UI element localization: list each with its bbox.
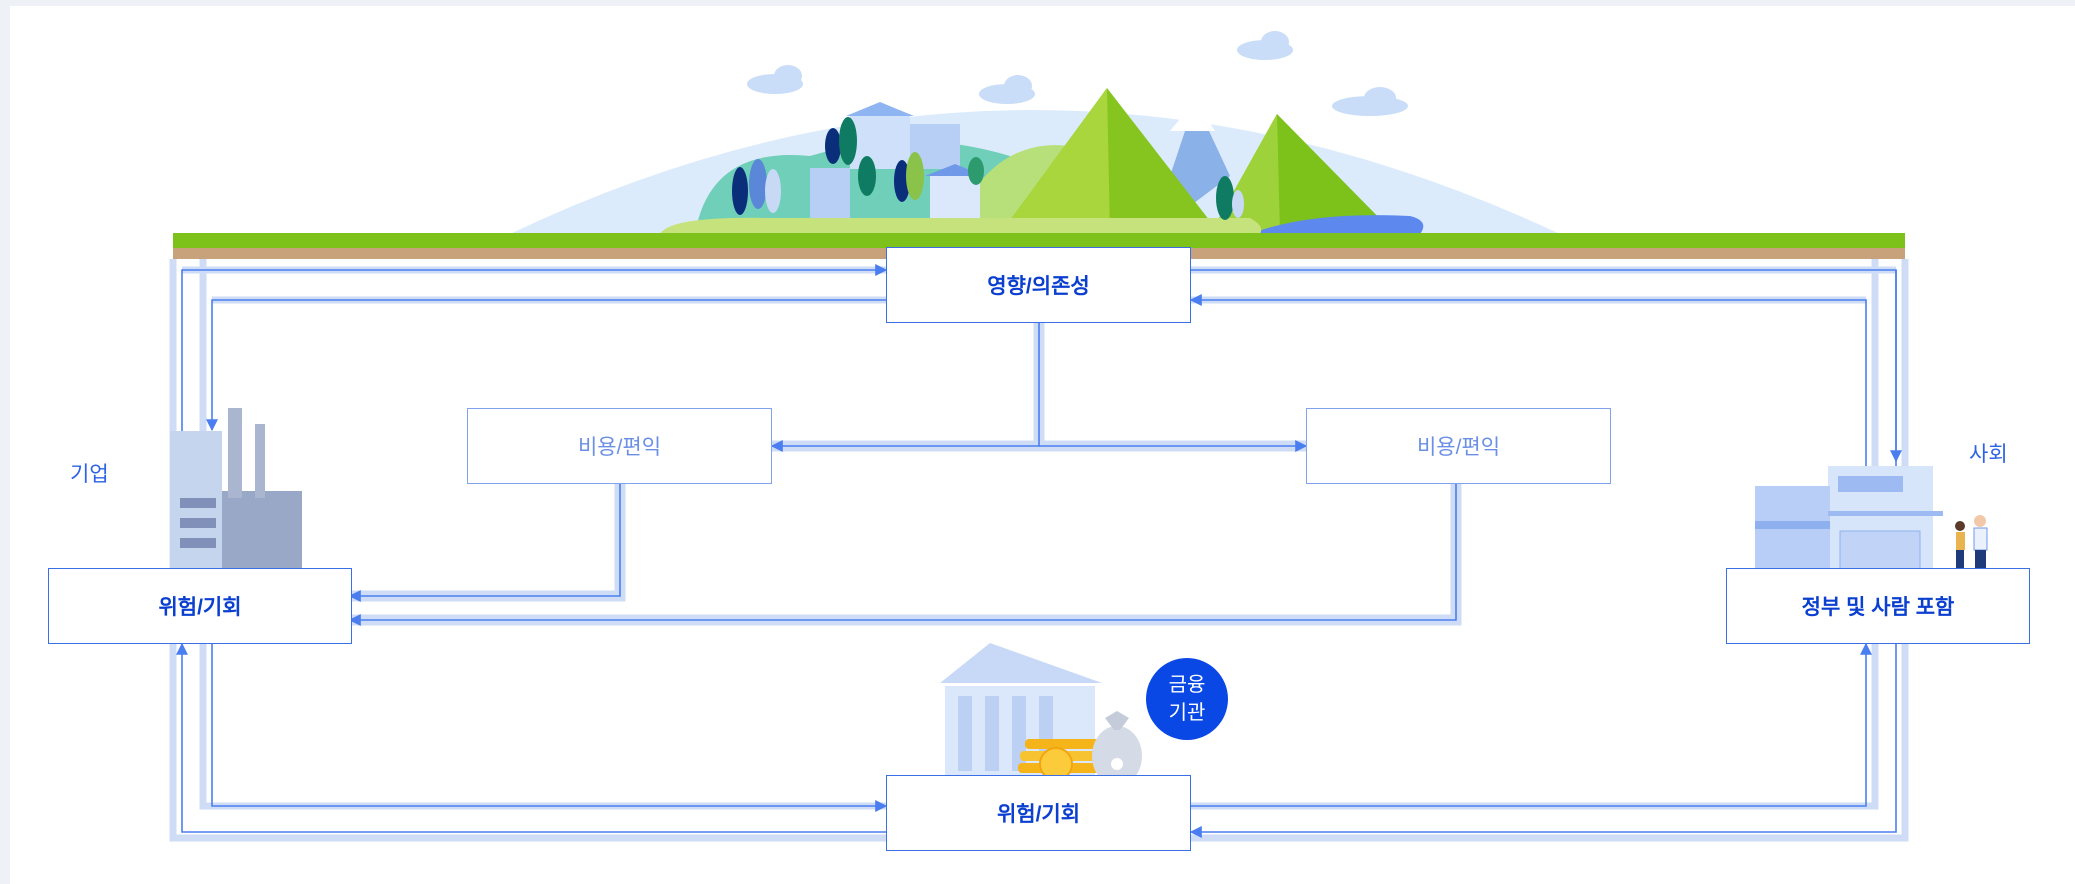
company-label: 기업 [70,463,109,486]
bank-icon [935,643,1105,782]
finance-line-1: 금융 [1168,674,1206,696]
landscape-scene [173,31,1905,259]
tree-icon [732,117,1244,220]
diagram-canvas: 영향/의존성 비용/편익 비용/편익 위험/기회 정부 및 사람 포함 위험/기… [10,6,2075,884]
financial-institution-badge: 금융 기관 [1146,658,1228,740]
cost-benefit-box-right: 비용/편익 [1306,408,1611,484]
risk-opportunity-box-left: 위험/기회 [48,568,352,644]
cloud-icon [747,31,1408,116]
society-label: 사회 [1969,443,2008,466]
cost-benefit-box-left: 비용/편익 [467,408,772,484]
impact-dependency-box: 영향/의존성 [886,247,1191,323]
money-bag-icon [1092,711,1142,786]
risk-opportunity-box-bottom: 위험/기회 [886,775,1191,851]
diagram-graphics [169,31,1988,842]
government-building-icon [1755,466,1943,572]
finance-line-2: 기관 [1168,702,1206,724]
people-icon [1955,515,1988,571]
government-people-box: 정부 및 사람 포함 [1726,568,2030,644]
factory-icon [170,408,302,571]
